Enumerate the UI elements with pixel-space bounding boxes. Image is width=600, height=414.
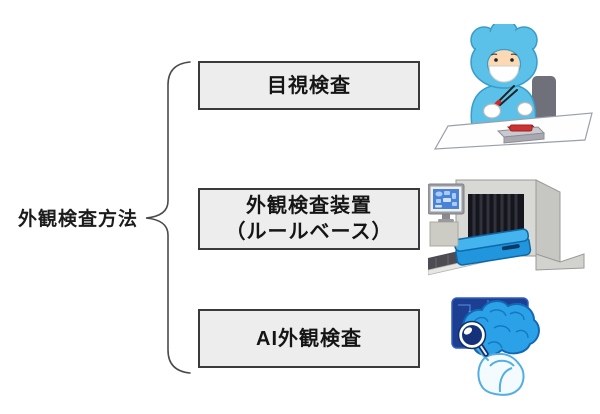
machine-base [535, 253, 585, 271]
box-visual-inspection: 目視検査 [198, 61, 420, 110]
box-ai-inspection-label: AI外観検査 [256, 327, 362, 350]
machine-side-panel [535, 179, 561, 263]
box-rule-based-machine-label-line2: （ルールベース） [225, 221, 393, 243]
worker-visual-inspection-illustration [433, 24, 593, 150]
face-mask [488, 65, 520, 83]
right-glove [516, 101, 534, 117]
root-label: 外観検査方法 [18, 209, 139, 230]
box-visual-inspection-label: 目視検査 [267, 74, 351, 97]
scan-monitor [428, 183, 465, 222]
console-box [429, 221, 459, 247]
inspection-part [496, 124, 546, 144]
magnifier-icon [457, 320, 489, 357]
box-rule-based-machine-label-line1: 外観検査装置 [246, 195, 372, 217]
xray-inspection-machine-illustration [428, 179, 585, 276]
ai-brain-magnifier-illustration [451, 297, 540, 396]
crouching-figure [476, 346, 525, 396]
curly-brace [145, 61, 191, 374]
left-glove [482, 103, 502, 119]
box-ai-inspection: AI外観検査 [198, 309, 420, 368]
box-rule-based-machine: 外観検査装置 （ルールベース） [198, 188, 420, 250]
